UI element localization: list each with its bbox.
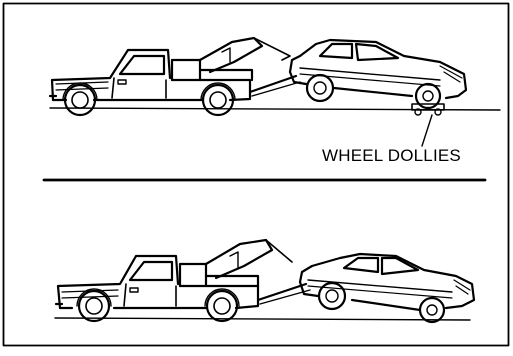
scene-top-wheel-dollies — [50, 38, 500, 146]
truck-rear-wheel — [207, 291, 237, 321]
car-front-wheel — [307, 75, 333, 101]
towed-car — [290, 40, 466, 108]
scene-bottom-flat-tow — [55, 240, 474, 322]
border-frame — [4, 4, 509, 346]
callout-leader-line — [422, 115, 432, 146]
truck-rear-wheel — [203, 85, 233, 115]
truck-front-wheel — [79, 291, 109, 321]
tow-truck — [56, 240, 310, 321]
car-front-wheel — [319, 283, 345, 309]
wheel-dolly — [412, 104, 444, 115]
ground-line — [55, 318, 470, 320]
tow-truck — [50, 38, 300, 115]
wheel-dollies-label: WHEEL DOLLIES — [322, 146, 461, 166]
towed-car — [300, 254, 474, 322]
car-rear-wheel — [420, 298, 444, 322]
